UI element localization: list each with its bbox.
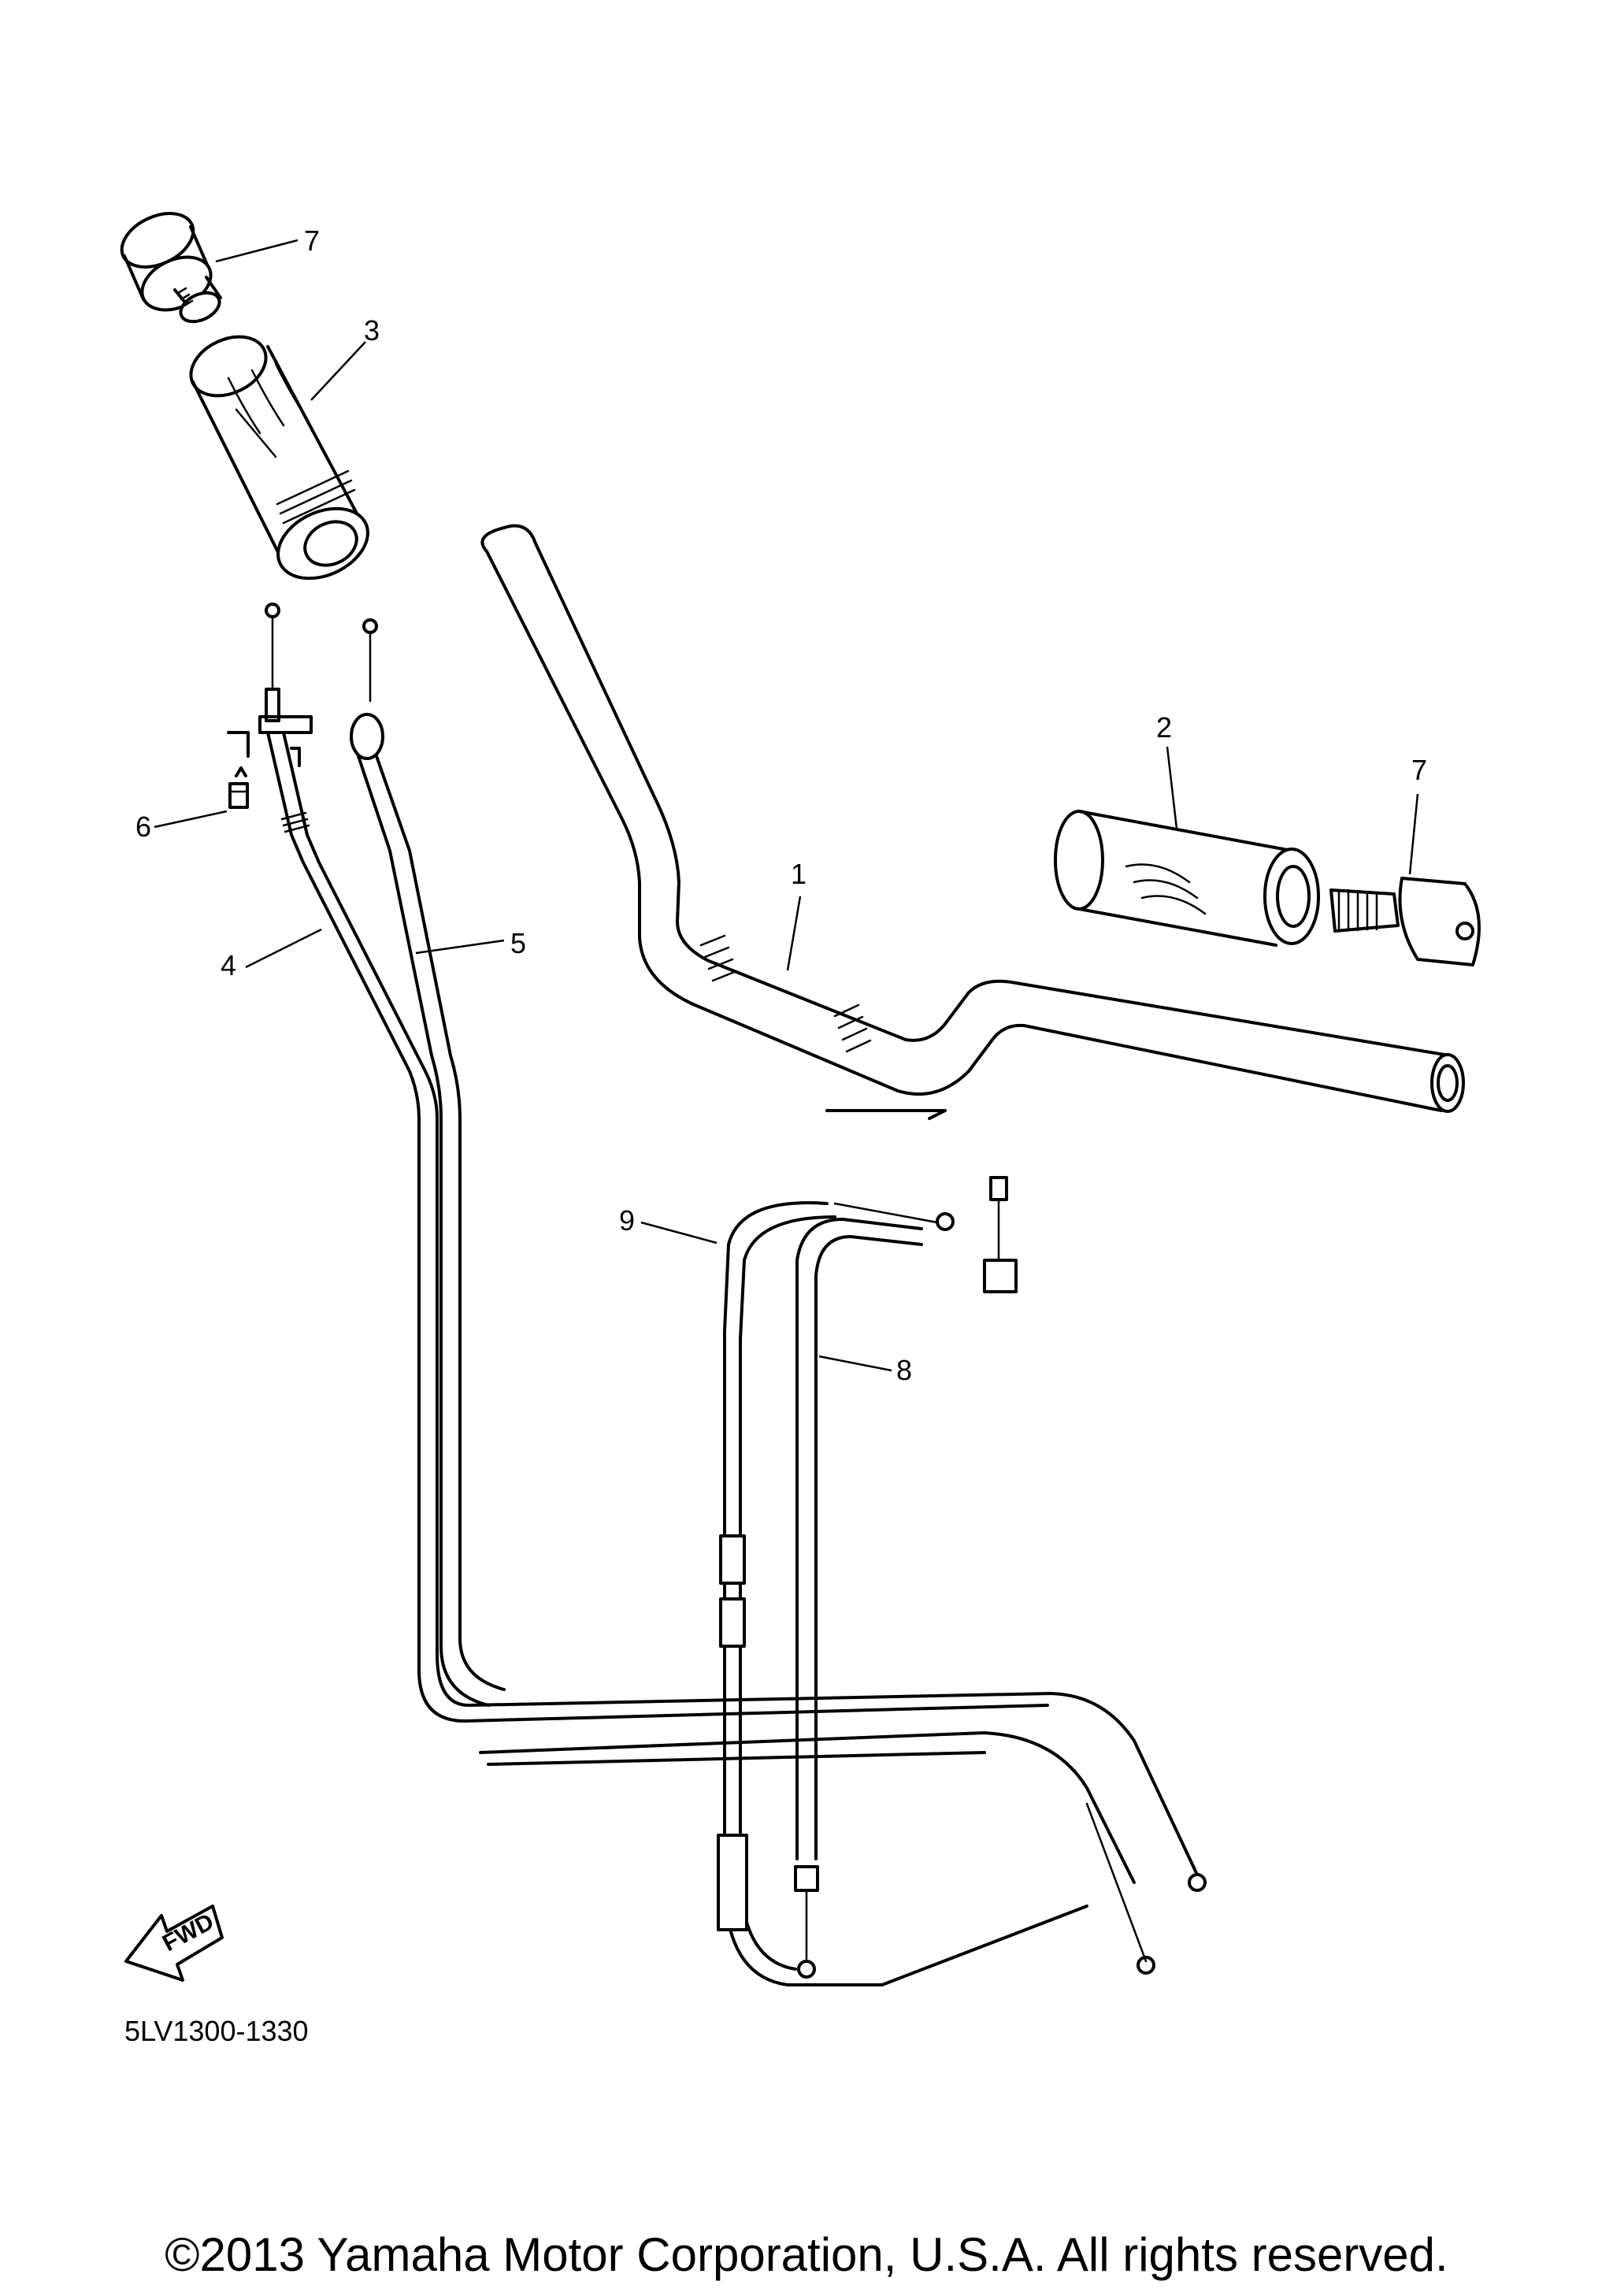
callout-7-right: 7 — [1411, 754, 1427, 786]
callout-7-left: 7 — [304, 224, 320, 257]
callout-9: 9 — [619, 1204, 635, 1237]
diagram-code: 5LV1300-1330 — [124, 2015, 309, 2047]
clutch-cable[interactable] — [717, 1109, 1088, 1986]
right-grip[interactable] — [1054, 810, 1320, 947]
callout-5: 5 — [510, 927, 526, 959]
grip-end-weight-left[interactable] — [113, 203, 224, 328]
handlebar[interactable] — [480, 524, 1465, 1113]
copyright-notice: ©2013 Yamaha Motor Corporation, U.S.A. A… — [165, 2228, 1448, 2281]
throttle-cable-1[interactable] — [258, 603, 1207, 1892]
left-grip[interactable] — [181, 325, 379, 592]
forward-arrow-icon: FWD — [124, 1905, 224, 1982]
callout-1: 1 — [791, 858, 806, 890]
bracket-mark — [227, 731, 301, 767]
callout-2: 2 — [1156, 711, 1172, 744]
throttle-cable-2[interactable] — [350, 618, 1155, 1975]
callout-8: 8 — [896, 1354, 912, 1386]
choke-cable[interactable] — [794, 1176, 1018, 1979]
callout-3: 3 — [364, 314, 380, 347]
screw[interactable] — [228, 766, 249, 809]
callout-4: 4 — [221, 949, 236, 981]
callout-6: 6 — [135, 810, 151, 843]
grip-end-weight-right[interactable] — [1329, 877, 1481, 966]
